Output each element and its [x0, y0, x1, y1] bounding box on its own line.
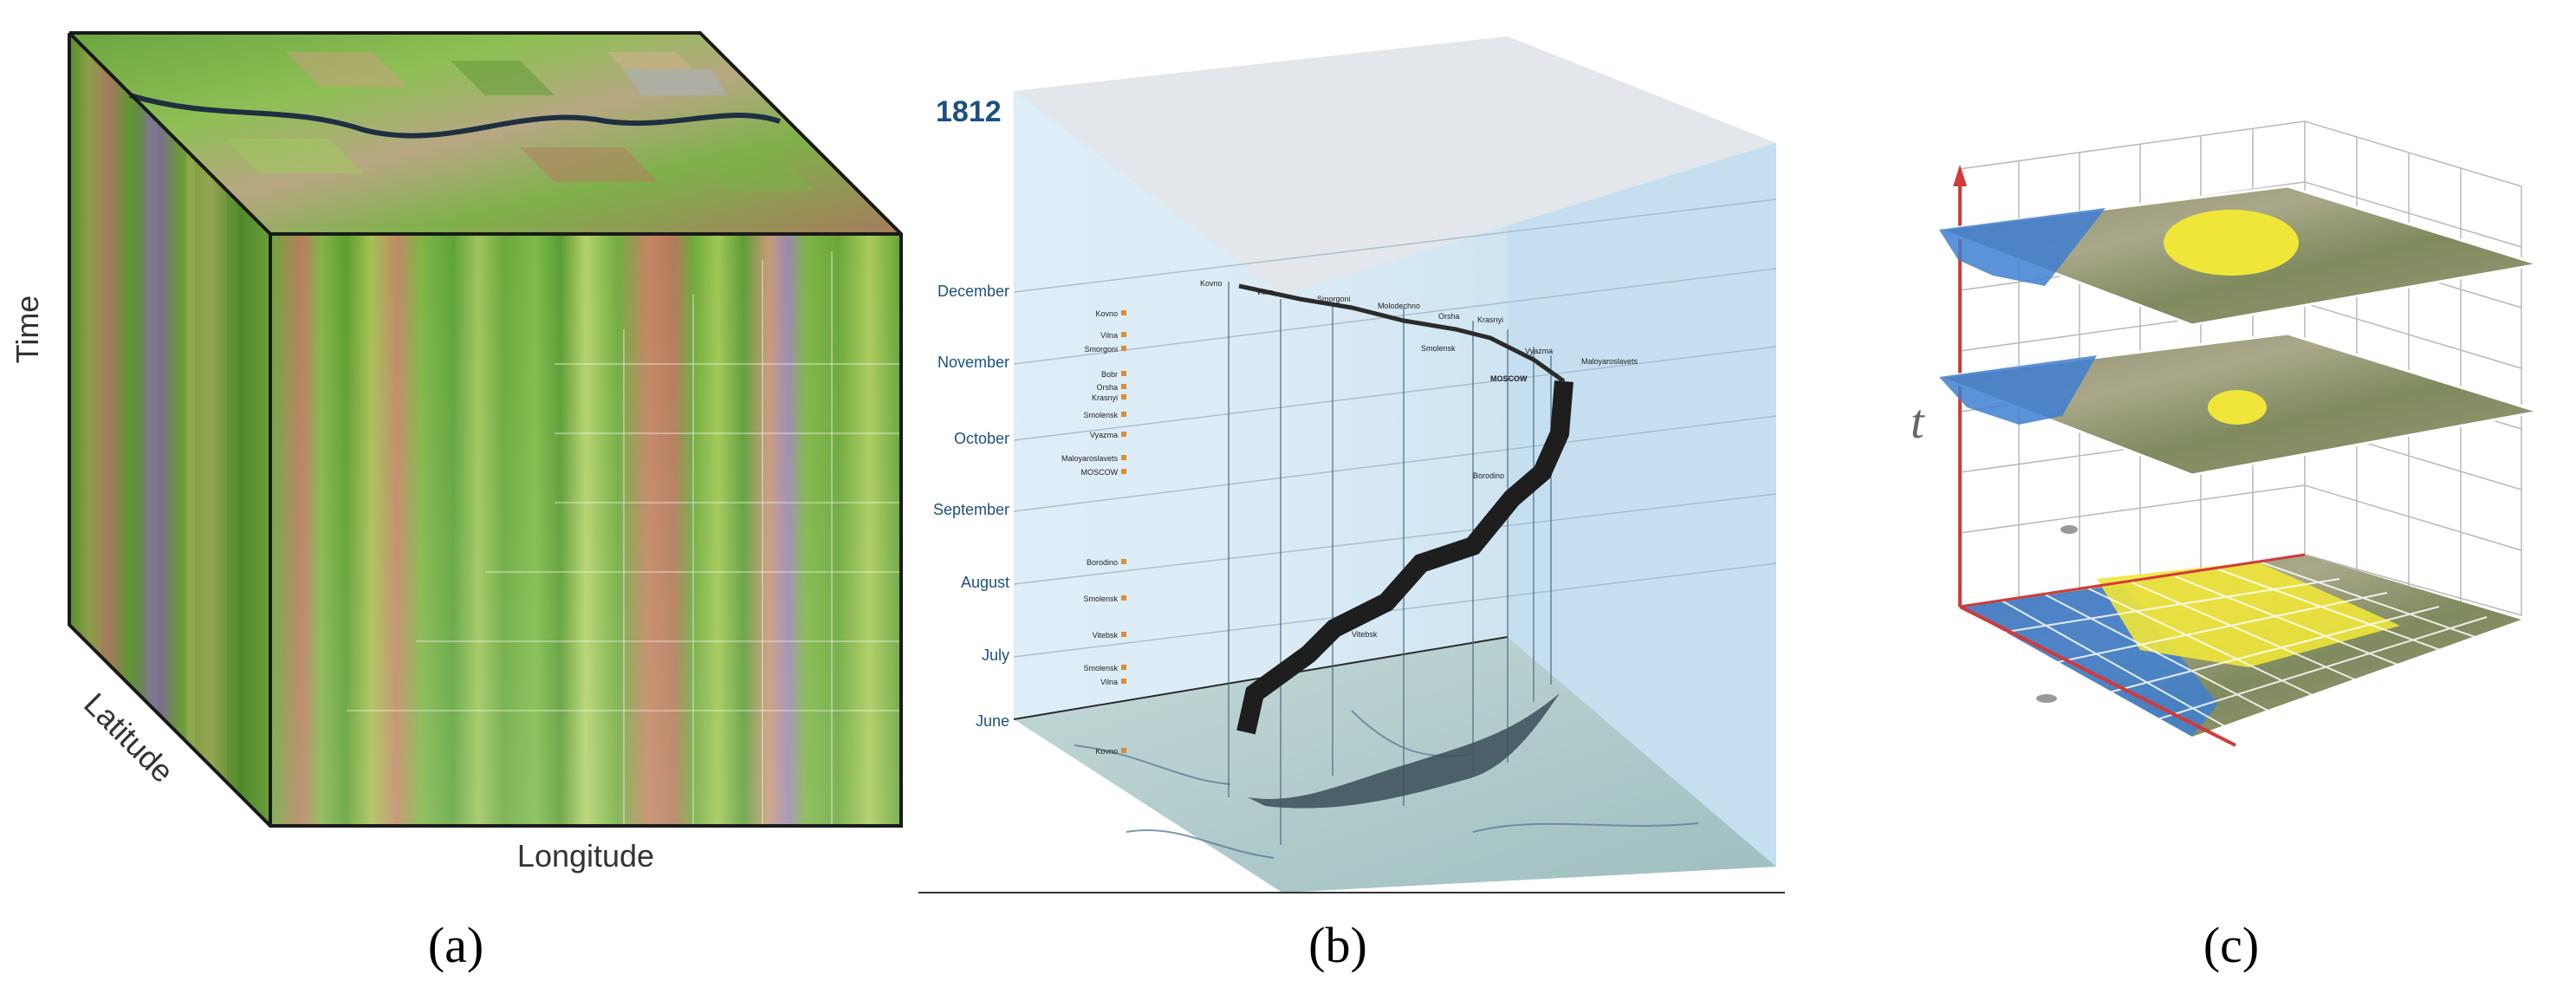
- side-face-stripes: [102, 66, 237, 793]
- legend-town: Orsha: [1096, 383, 1118, 392]
- legend-town: Bobr: [1101, 370, 1118, 379]
- panel-a: Time Latitude Longitude (a): [10, 31, 903, 973]
- legend-town: Borodino: [1087, 558, 1118, 567]
- town-label: Smolensk: [1421, 344, 1456, 353]
- town-legend: Kovno Vilna Smorgoni Bobr Orsha Krasnyi …: [1061, 309, 1119, 756]
- legend-town: Smolensk: [1083, 411, 1118, 419]
- y-axis: [1959, 553, 2306, 608]
- month-label: November: [938, 354, 1009, 371]
- path-town-labels: Kovno Vilna Smorgoni Molodechno Orsha Kr…: [1200, 279, 1638, 639]
- town-label: Orsha: [1438, 312, 1460, 321]
- x-axis: [1959, 605, 2236, 747]
- front-face-grid: [347, 251, 901, 826]
- panel-b: 1812 December November October September…: [918, 36, 1785, 973]
- map-layer-bottom: [1960, 555, 2521, 737]
- legend-town: Vitebsk: [1093, 631, 1119, 640]
- legend-town: Krasnyi: [1092, 393, 1118, 402]
- legend-town: Kovno: [1095, 309, 1118, 318]
- legend-town: Vilna: [1100, 331, 1118, 340]
- legend-town: MOSCOW: [1081, 468, 1119, 477]
- army-path: [1236, 380, 1574, 735]
- town-label: Molodechno: [1378, 302, 1420, 310]
- top-face-fields: [225, 52, 814, 191]
- legend-town: Smorgoni: [1084, 345, 1118, 354]
- t-axis-label: t: [1911, 395, 1925, 449]
- legend-town: Kovno: [1095, 747, 1118, 756]
- legend-town: Vyazma: [1090, 431, 1118, 439]
- back-wall-right: [1508, 91, 1776, 867]
- town-label: Maloyaroslavets: [1581, 357, 1638, 366]
- town-label: Vitebsk: [1352, 630, 1378, 639]
- month-label: July: [982, 646, 1009, 664]
- town-label: Vyazma: [1525, 347, 1553, 355]
- town-label: Borodino: [1473, 471, 1504, 480]
- highlight-region-middle: [2208, 390, 2267, 425]
- ground-path: [1248, 693, 1560, 809]
- legend-markers: [1121, 310, 1126, 753]
- longitude-axis-label: Longitude: [517, 838, 654, 874]
- highlight-region-bottom: [2097, 562, 2400, 667]
- cube-side-face: [69, 33, 270, 826]
- year-label: 1812: [936, 95, 1002, 128]
- panel-c: t: [1911, 120, 2540, 973]
- time-axis-label: Time: [10, 296, 45, 364]
- legend-town: Maloyaroslavets: [1061, 454, 1119, 463]
- legend-town: Smolensk: [1083, 664, 1118, 672]
- month-label: June: [976, 712, 1009, 730]
- panel-a-label: (a): [428, 917, 483, 973]
- ground-map: [1014, 637, 1776, 893]
- town-label: Krasnyi: [1477, 315, 1503, 324]
- time-gridlines: [1013, 198, 1777, 658]
- legend-town: Smolensk: [1083, 594, 1118, 603]
- highlight-region-top: [2164, 210, 2299, 276]
- panel-c-label: (c): [2203, 917, 2259, 973]
- retreat-path: [1238, 283, 1566, 384]
- tiny-axis-glyphs: [2036, 525, 2078, 703]
- map-layer-middle: [1938, 332, 2540, 477]
- month-label: September: [933, 501, 1009, 518]
- month-label: August: [961, 574, 1009, 591]
- ceiling: [1014, 36, 1776, 295]
- panel-b-label: (b): [1308, 917, 1367, 973]
- month-labels: December November October September Augu…: [933, 283, 1009, 730]
- town-label: Vilna: [1256, 288, 1274, 296]
- town-label: Kovno: [1200, 279, 1223, 288]
- month-label: December: [938, 283, 1009, 300]
- town-label: MOSCOW: [1490, 374, 1528, 383]
- legend-town: Vilna: [1100, 678, 1118, 686]
- month-label: October: [954, 430, 1009, 447]
- town-label: Smorgoni: [1317, 295, 1351, 303]
- cube-edges: [68, 31, 903, 828]
- map-layer-top: [1938, 185, 2540, 327]
- river: [129, 93, 781, 139]
